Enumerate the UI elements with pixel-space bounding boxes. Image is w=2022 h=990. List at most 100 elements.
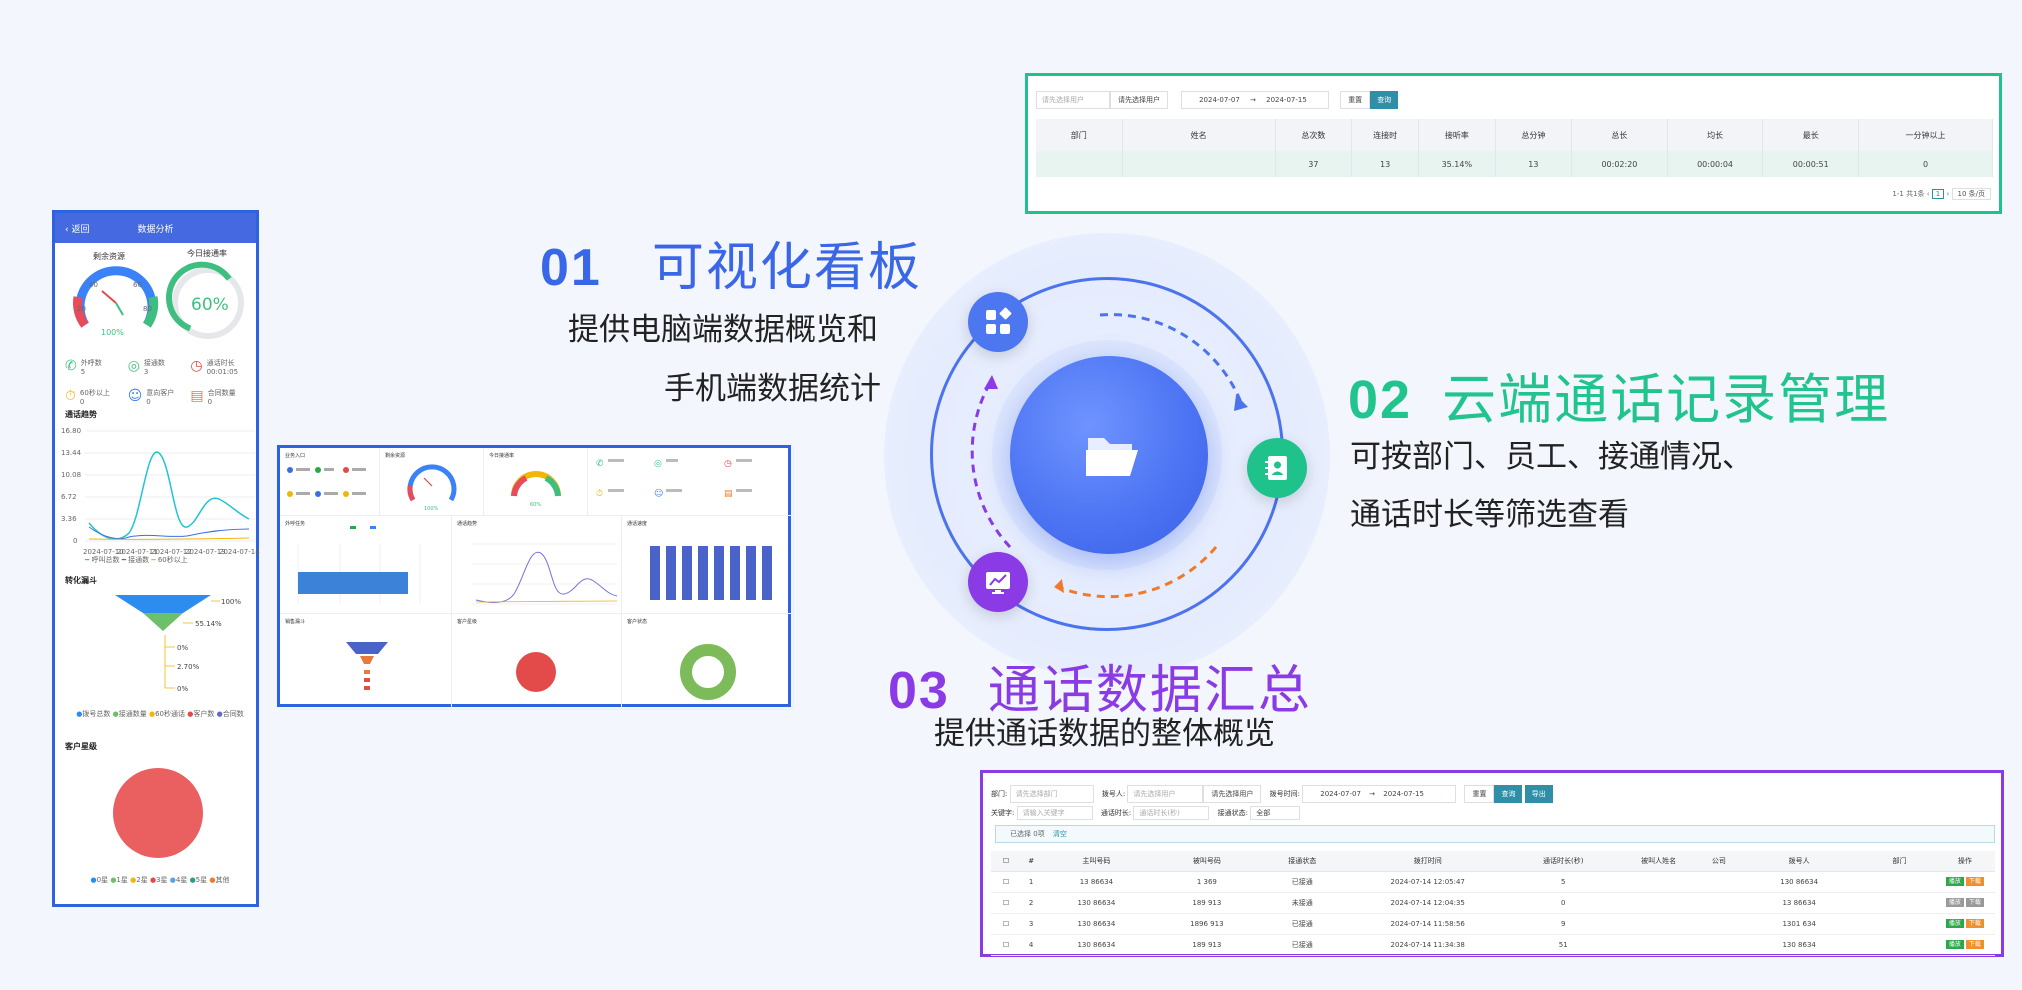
- svg-text:100%: 100%: [221, 598, 241, 606]
- caller-input[interactable]: 请先选择用户: [1127, 785, 1204, 803]
- dash-grade: 客户星级: [452, 614, 622, 710]
- desktop-dashboard-screenshot: 业务入口 剩余资源 100% 今日接通率 60% ✆◎◷⏱☺▤ 外呼任务 通话趋…: [277, 445, 794, 710]
- caller-select-button[interactable]: 请先选择用户: [1203, 785, 1262, 803]
- feature-1-desc-line1: 提供电脑端数据概览和: [568, 312, 878, 348]
- select-user-button[interactable]: 请先选择用户: [1110, 90, 1168, 109]
- records-table: ☐#主叫号码被叫号码接通状态拨打时间通话时长(秒)被叫人姓名公司拨号人部门操作 …: [991, 851, 1995, 956]
- reset-button[interactable]: 重置: [1464, 785, 1495, 803]
- duration-input[interactable]: 通话时长(秒): [1133, 806, 1210, 820]
- svg-text:0%: 0%: [177, 644, 188, 652]
- feature-2-desc-line1: 可按部门、员工、接通情况、: [1350, 439, 1753, 475]
- svg-text:13.44: 13.44: [61, 449, 82, 457]
- svg-text:2024-07-10: 2024-07-10: [83, 548, 124, 556]
- grade-legend: ●0星 ●1星 ●2星 ●3星 ●4星 ●5星 ●其他: [90, 876, 230, 884]
- play-button[interactable]: 播放: [1945, 919, 1964, 928]
- back-button[interactable]: ‹ 返回: [65, 224, 90, 235]
- funnel-legend: ●拨号总数 ●接通数量 ●60秒通话 ●客户数 ●合同数: [76, 710, 244, 718]
- export-button[interactable]: 导出: [1524, 785, 1553, 803]
- bottom-filter-row1: 部门: 请先选择部门 拨号人: 请先选择用户请先选择用户 拨号时间: 2024-…: [991, 785, 1553, 803]
- center-core: [1010, 356, 1208, 554]
- download-button[interactable]: 下载: [1965, 898, 1984, 907]
- keyword-input[interactable]: 请输入关键字: [1016, 806, 1093, 820]
- dash-speed: 通话速度: [622, 516, 794, 614]
- svg-text:20: 20: [77, 305, 86, 313]
- gauge1-value: 100%: [101, 328, 124, 337]
- clear-link[interactable]: 清空: [1052, 830, 1067, 838]
- svg-text:16.80: 16.80: [61, 427, 81, 435]
- table-header: ☐#主叫号码被叫号码接通状态拨打时间通话时长(秒)被叫人姓名公司拨号人部门操作: [991, 851, 1995, 872]
- trend-legend: ━ 呼叫总数 ━ 接通数 ━ 60秒以上: [85, 556, 188, 564]
- contact-book-icon: [1247, 438, 1307, 498]
- svg-text:2024-07-12: 2024-07-12: [151, 548, 192, 556]
- svg-text:◎: ◎: [654, 459, 662, 469]
- play-button[interactable]: 播放: [1945, 940, 1964, 949]
- dash-trend: 通话趋势: [452, 516, 622, 614]
- page-size-select[interactable]: 10 条/页: [1951, 188, 1991, 200]
- search-button[interactable]: 查询: [1370, 90, 1399, 109]
- download-button[interactable]: 下载: [1965, 919, 1984, 928]
- dept-input[interactable]: 请先选择部门: [1009, 785, 1094, 803]
- svg-text:80: 80: [143, 305, 152, 313]
- time-range[interactable]: 2024-07-07 → 2024-07-15: [1302, 785, 1457, 803]
- svg-text:6.72: 6.72: [61, 493, 77, 501]
- apps-icon: [968, 292, 1028, 352]
- dash-gauge-rate: 今日接通率 60%: [484, 448, 588, 516]
- grade-pie: [113, 768, 203, 858]
- grade-title: 客户星级: [65, 742, 97, 751]
- play-button[interactable]: 播放: [1945, 898, 1964, 907]
- status-select[interactable]: 全部: [1250, 806, 1301, 820]
- svg-text:☺: ☺: [654, 488, 663, 499]
- dash-funnel: 销售漏斗: [280, 614, 452, 710]
- call-stats-table-screenshot: 请先选择用户请先选择用户 2024-07-07 → 2024-07-15 重置查…: [1025, 73, 2002, 214]
- reset-button[interactable]: 重置: [1340, 90, 1371, 109]
- svg-text:55.14%: 55.14%: [195, 620, 222, 628]
- pagination: 1-1 共1条 ‹ 1 › 10 条/页: [1892, 188, 1991, 200]
- trend-title: 通话趋势: [65, 410, 97, 419]
- svg-text:✆: ✆: [596, 459, 604, 469]
- search-button[interactable]: 查询: [1494, 785, 1523, 803]
- call-records-table-screenshot: 部门: 请先选择部门 拨号人: 请先选择用户请先选择用户 拨号时间: 2024-…: [980, 770, 2004, 957]
- svg-text:10.08: 10.08: [61, 471, 81, 479]
- user-input[interactable]: 请先选择用户: [1036, 90, 1110, 109]
- svg-text:100%: 100%: [424, 506, 439, 512]
- table-header: 部门姓名总次数连接时接听率总分钟总长均长最长一分钟以上: [1036, 119, 1993, 151]
- svg-text:2.70%: 2.70%: [177, 663, 200, 671]
- gauge2-value: 60%: [191, 295, 229, 315]
- mobile-header: ‹ 返回 数据分析: [55, 213, 256, 243]
- feature-1-desc-line2: 手机端数据统计: [664, 371, 881, 407]
- download-button[interactable]: 下载: [1965, 940, 1984, 949]
- dash-entry: 业务入口: [280, 448, 380, 516]
- download-button[interactable]: 下载: [1965, 877, 1984, 886]
- gauge-resources-label: 剩余资源: [93, 252, 125, 261]
- date-range[interactable]: 2024-07-07 → 2024-07-15: [1181, 90, 1330, 109]
- svg-text:0%: 0%: [177, 685, 188, 693]
- mobile-title: 数据分析: [137, 224, 174, 235]
- svg-text:60%: 60%: [530, 502, 541, 508]
- svg-text:2024-07-13: 2024-07-13: [185, 548, 226, 556]
- svg-text:40: 40: [89, 281, 98, 289]
- svg-text:0: 0: [73, 537, 77, 545]
- dash-gauge-resources: 剩余资源 100%: [380, 448, 484, 516]
- play-button[interactable]: 播放: [1945, 877, 1964, 886]
- bottom-filter-row2: 关键字: 请输入关键字 通话时长: 通话时长(秒) 接通状态: 全部: [991, 806, 1301, 820]
- gauge-rate-label: 今日接通率: [187, 249, 227, 258]
- folder-icon: [1086, 438, 1138, 476]
- page-button[interactable]: 1: [1931, 189, 1945, 199]
